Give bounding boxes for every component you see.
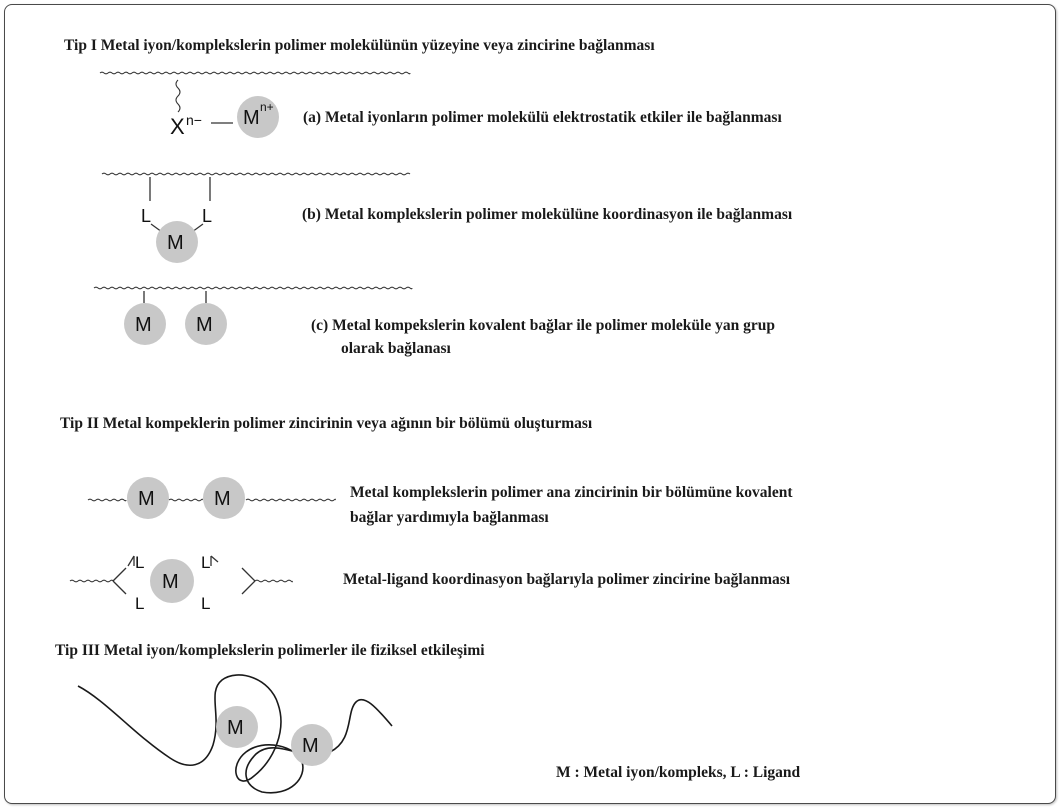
polymer-chain bbox=[254, 579, 293, 583]
ligand-stub bbox=[210, 555, 219, 563]
metal-side-group bbox=[185, 303, 227, 345]
ligand-label: L bbox=[201, 594, 210, 613]
x-group-charge: n− bbox=[186, 112, 202, 128]
x-group-label: X bbox=[170, 114, 185, 139]
ligand-label: L bbox=[141, 206, 151, 226]
metal-side-group bbox=[124, 303, 166, 345]
physical-metal bbox=[291, 724, 333, 766]
coordinated-metal bbox=[150, 559, 194, 603]
legend-text: M : Metal iyon/kompleks, L : Ligand bbox=[556, 764, 801, 781]
type1-c-caption-line2: olarak bağlanası bbox=[341, 340, 452, 357]
metal-ion bbox=[237, 96, 279, 138]
ligand-bond bbox=[241, 567, 256, 582]
polymer-chain bbox=[87, 498, 127, 502]
main-chain-metal bbox=[203, 477, 245, 519]
physical-metal bbox=[216, 706, 258, 748]
type3-heading: Tip III Metal iyon/komplekslerin polimer… bbox=[55, 642, 485, 659]
physical-metal-label: M bbox=[227, 717, 244, 739]
type2-heading: Tip II Metal kompeklerin polimer zinciri… bbox=[60, 415, 593, 432]
type1-c-caption-line1: (c) Metal kompekslerin kovalent bağlar i… bbox=[311, 317, 775, 334]
ligand-label: L bbox=[202, 206, 212, 226]
polymer-chain bbox=[101, 172, 411, 176]
metal-side-group-label: M bbox=[135, 314, 152, 336]
metal-side-group-label: M bbox=[196, 314, 213, 336]
main-chain-metal-label: M bbox=[214, 488, 231, 510]
polymer-chain bbox=[69, 579, 114, 583]
type1-a-structure: X n− M n+ bbox=[99, 71, 411, 139]
polymer-chain bbox=[99, 71, 411, 75]
type1-b-caption: (b) Metal komplekslerin polimer molekülü… bbox=[302, 206, 793, 223]
ligand-label: L bbox=[135, 594, 144, 613]
metal-ion-label: M bbox=[243, 107, 260, 129]
type1-a-caption: (a) Metal iyonların polimer molekülü ele… bbox=[303, 109, 782, 126]
metal-ion-charge: n+ bbox=[260, 100, 274, 114]
type2-row1-caption-line1: Metal komplekslerin polimer ana zincirin… bbox=[350, 484, 793, 501]
physical-metal-label: M bbox=[302, 735, 319, 757]
polymer-chain bbox=[93, 286, 413, 290]
ligand-bond bbox=[241, 580, 256, 595]
type2-row2-structure: M L L L L bbox=[69, 553, 293, 613]
ligand-bond bbox=[112, 580, 127, 595]
ligand-label: L bbox=[135, 553, 144, 572]
metal-center-label: M bbox=[167, 232, 184, 254]
polymer-chain bbox=[245, 498, 336, 502]
type2-row2-caption: Metal-ligand koordinasyon bağlarıyla pol… bbox=[343, 571, 791, 588]
type1-heading: Tip I Metal iyon/komplekslerin polimer m… bbox=[64, 37, 655, 54]
type2-row1-structure: M M bbox=[87, 477, 336, 519]
coordinated-metal-label: M bbox=[162, 571, 179, 593]
ligand-stub bbox=[127, 555, 135, 567]
figure-frame bbox=[4, 4, 1056, 804]
ligand-label: L bbox=[201, 553, 210, 572]
metal-center bbox=[156, 221, 198, 263]
type2-row1-caption-line2: bağlar yardımıyla bağlanması bbox=[350, 509, 549, 526]
type1-b-structure: L L M bbox=[101, 172, 411, 263]
wavy-spacer bbox=[175, 79, 181, 113]
type3-structure: M M bbox=[77, 674, 393, 794]
polymer-chain bbox=[168, 498, 203, 502]
type1-c-structure: M M bbox=[93, 286, 413, 345]
main-chain-metal-label: M bbox=[138, 488, 155, 510]
ligand-bond bbox=[112, 567, 127, 582]
main-chain-metal bbox=[127, 477, 169, 519]
